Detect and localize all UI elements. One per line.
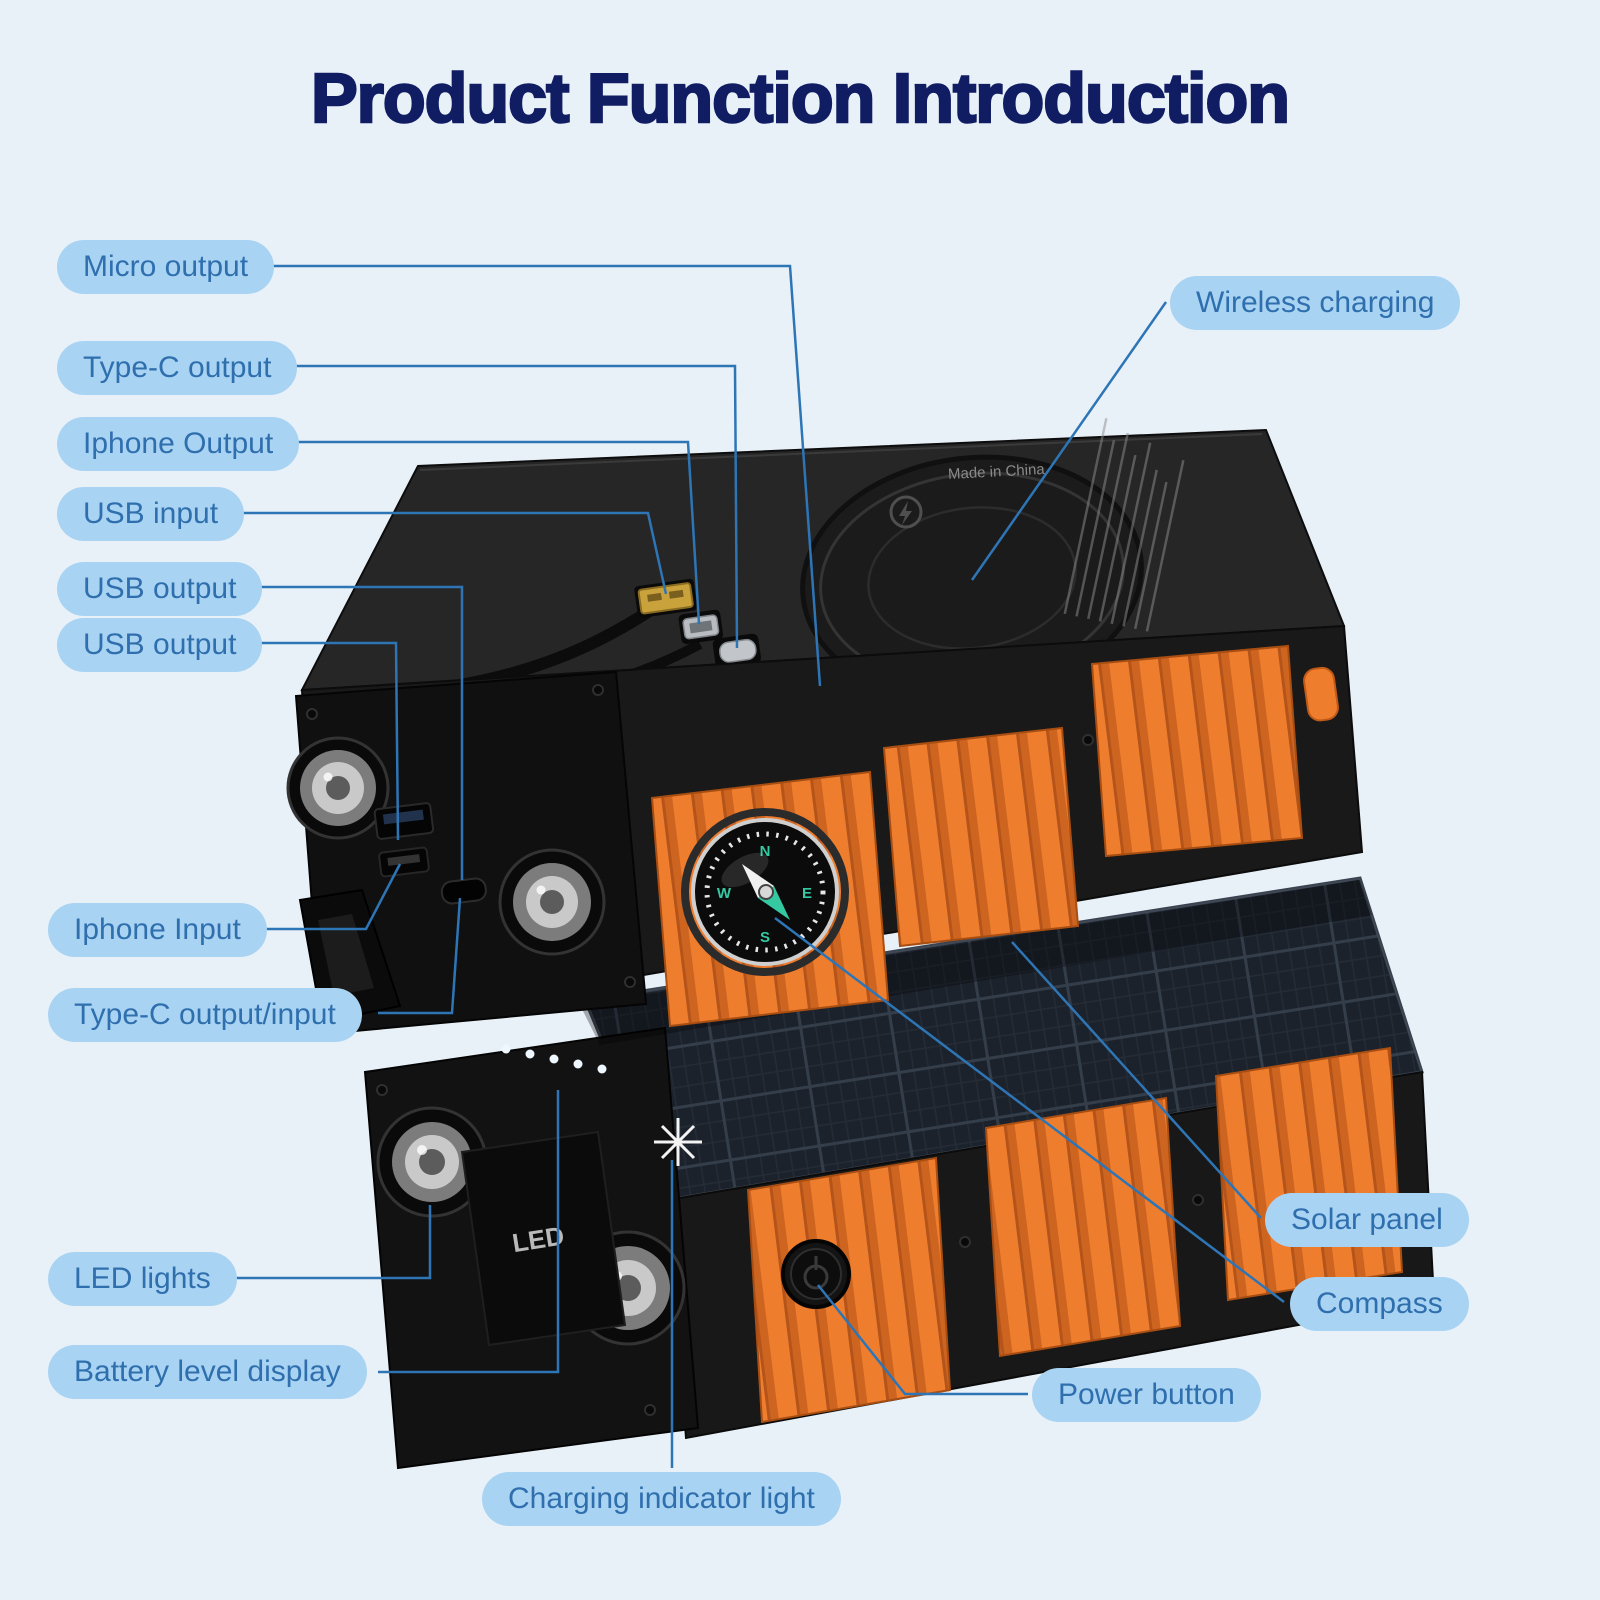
usb-a-connector: [634, 578, 698, 618]
page-title: Product Function Introduction: [310, 58, 1292, 139]
led-flashlight-bottom-1: [376, 1106, 488, 1218]
led-flashlight-top-2: [498, 848, 606, 956]
label-micro-output: Micro output: [57, 240, 275, 294]
leader-line-compass: [774, 917, 1285, 1303]
label-solar-panel: Solar panel: [1265, 1193, 1469, 1247]
label-battery-level-display: Battery level display: [48, 1345, 367, 1399]
svg-text:E: E: [802, 885, 812, 902]
label-usb-input: USB input: [57, 487, 245, 541]
label-type-c-output: Type-C output: [57, 341, 298, 395]
micro-usb-connector: [678, 609, 724, 645]
power-bank-bottom: LED: [363, 876, 1436, 1470]
orange-panel-bottom-2: [984, 1096, 1182, 1358]
orange-panel-top-3: [1090, 644, 1304, 858]
label-charging-indicator-light: Charging indicator light: [482, 1472, 841, 1526]
type-c-connector: [712, 633, 761, 669]
wireless-logo-icon: [889, 495, 923, 529]
label-led-lights: LED lights: [48, 1252, 237, 1306]
label-iphone-input: Iphone Input: [48, 903, 267, 957]
leader-line-usb-output-top: [256, 585, 464, 880]
label-power-button: Power button: [1032, 1368, 1261, 1422]
leader-line-usb-input: [240, 511, 668, 595]
orange-panel-bottom-3: [1214, 1046, 1404, 1302]
type-c-port: [440, 877, 487, 905]
usb-port: [373, 802, 435, 840]
svg-text:W: W: [717, 885, 732, 902]
label-usb-output-bottom: USB output: [57, 618, 263, 672]
svg-text:S: S: [760, 929, 770, 946]
leader-line-battery-level: [378, 1090, 560, 1374]
iphone-input-port: [378, 846, 430, 878]
leader-line-type-c-output: [286, 364, 739, 649]
led-recess-panel: [460, 1130, 627, 1347]
leader-line-iphone-input: [258, 863, 402, 931]
leader-line-power-button: [817, 1284, 1028, 1396]
power-bank-top: Made in China: [286, 418, 1364, 1036]
led-flashlight-top-1: [286, 736, 390, 840]
orange-panel-top-2: [882, 726, 1080, 948]
svg-text:N: N: [760, 843, 771, 860]
charging-indicator-star: [654, 1118, 702, 1166]
label-wireless-charging: Wireless charging: [1170, 276, 1461, 330]
made-in-china-marking: Made in China: [948, 461, 1046, 483]
leader-line-micro-output: [248, 264, 822, 687]
screws-bottom: [376, 1084, 1204, 1416]
leader-lines: [228, 264, 1285, 1468]
leader-line-type-c-output-input: [378, 897, 462, 1015]
leader-line-iphone-output: [281, 440, 701, 625]
leader-line-solar-panel: [1011, 941, 1262, 1219]
power-button-control: [781, 1239, 851, 1309]
label-iphone-output: Iphone Output: [57, 417, 300, 471]
battery-level-leds: [501, 1044, 607, 1074]
label-type-c-output-input: Type-C output/input: [48, 988, 362, 1042]
leader-line-wireless-charging: [970, 301, 1168, 581]
compass-dial: N E S W: [681, 808, 849, 976]
label-compass: Compass: [1290, 1277, 1469, 1331]
leader-line-led-lights: [228, 1205, 432, 1280]
orange-panel-bottom-1: [746, 1156, 952, 1424]
side-button: [1303, 666, 1339, 722]
label-usb-output-top: USB output: [57, 562, 263, 616]
leader-line-usb-output-bottom: [256, 641, 400, 841]
spec-text-block: [1063, 418, 1185, 632]
